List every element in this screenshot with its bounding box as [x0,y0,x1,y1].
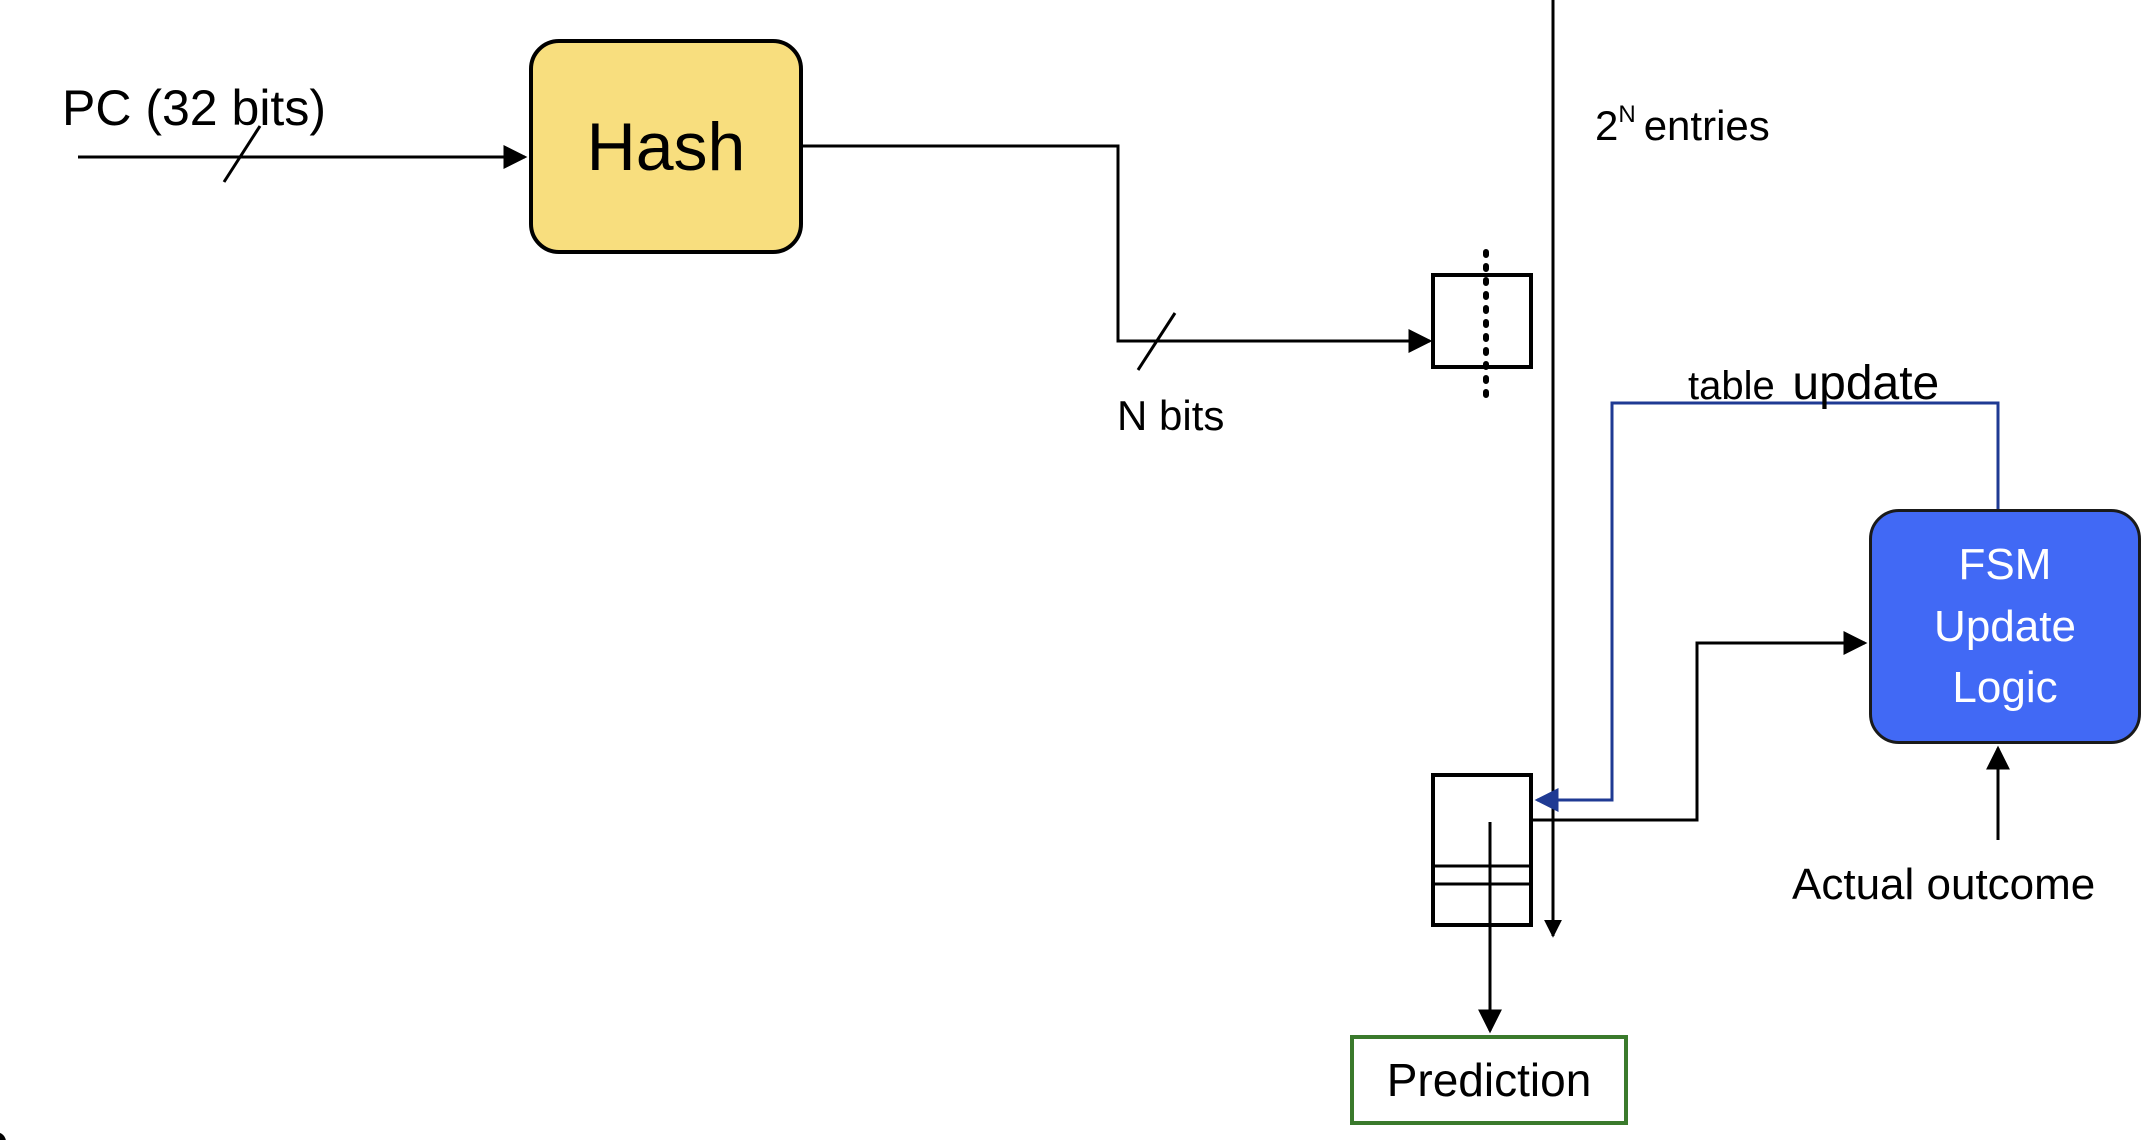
fsm-line-2: Update [1934,601,2076,651]
entries-word: entries [1643,102,1770,149]
n-bits-bus-slash [1136,312,1177,371]
fsm-line-3: Logic [1952,663,2058,713]
hash-block: Hash [529,39,803,254]
table-update-big: update [1792,357,1940,410]
index-register [1431,273,1533,369]
edge-fragment [0,1132,6,1140]
hash-output-wire [803,144,1433,353]
table-update-label: table update [1688,360,1939,408]
table-entry [1431,773,1533,927]
pc-label: PC (32 bits) [62,80,326,136]
n-bits-label: N bits [1117,392,1225,439]
table-update-small: table [1688,364,1775,408]
pc-bus-slash [222,125,262,183]
fsm-input-wire [1531,631,1868,822]
fsm-line-1: FSM [1958,540,2052,590]
entries-base: 2 [1595,102,1619,149]
hash-label: Hash [586,108,746,185]
prediction-block: Prediction [1350,1035,1628,1125]
fsm-update-logic-block: FSM Update Logic [1869,509,2141,744]
table-update-wire [1534,401,2000,812]
entries-exponent: N [1618,101,1636,128]
actual-outcome-label: Actual outcome [1792,860,2096,909]
prediction-label: Prediction [1386,1054,1592,1106]
